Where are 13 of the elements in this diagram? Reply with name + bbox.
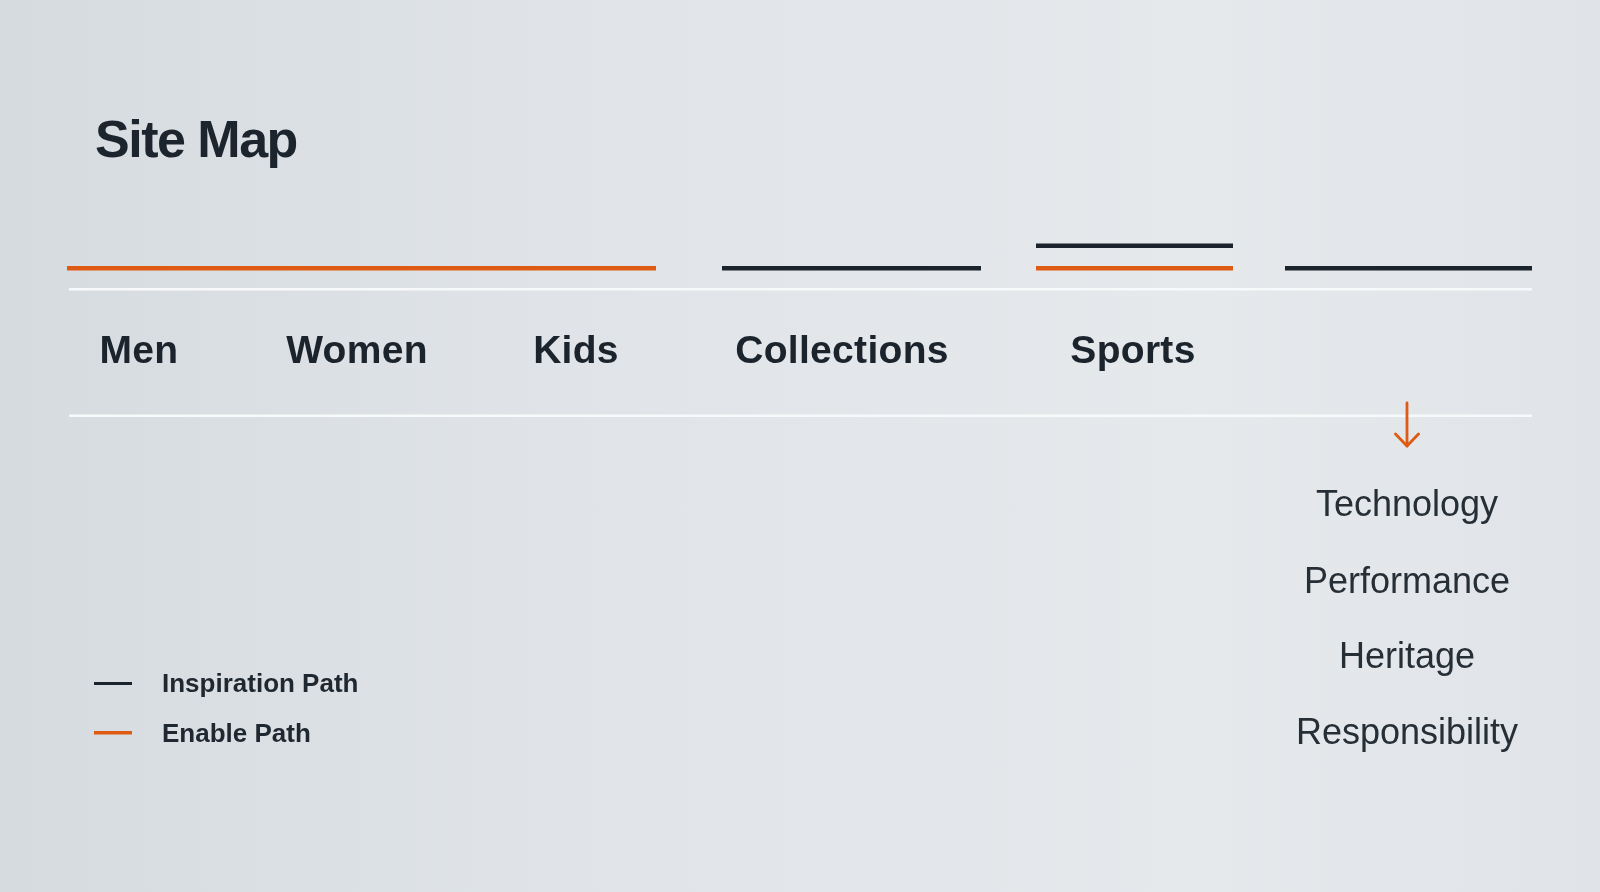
page-title: Site Map — [95, 108, 297, 170]
nav-category-label: Men — [99, 327, 179, 375]
submenu-item: Technology — [1315, 446, 1499, 526]
nav-category-label: Kids — [533, 327, 619, 375]
legend-label: Enable Path — [162, 717, 311, 749]
legend-label: Inspiration Path — [162, 668, 359, 699]
nav-category-label: Women — [286, 327, 428, 375]
submenu-item: Responsibility — [1295, 709, 1519, 753]
submenu-item: Heritage — [1338, 633, 1476, 677]
nav-category-label: Sports — [1070, 327, 1196, 375]
submenu-item: Performance — [1303, 558, 1511, 602]
arrow — [1394, 401, 1420, 448]
nav-category-label: Collections — [735, 327, 949, 375]
